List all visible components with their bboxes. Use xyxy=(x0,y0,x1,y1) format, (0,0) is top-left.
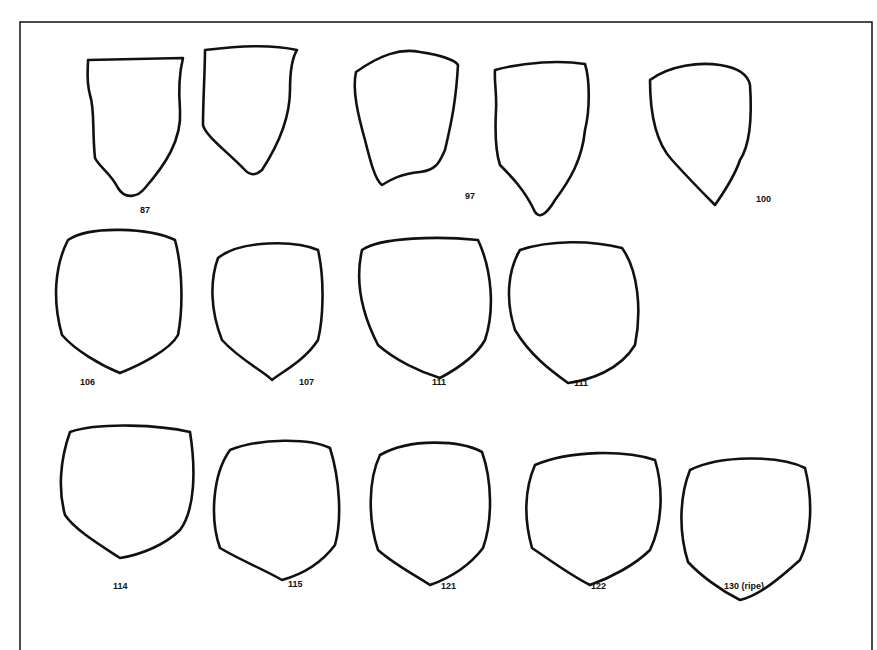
fruit-outline xyxy=(495,62,589,215)
fruit-outline xyxy=(371,443,490,585)
fruit-outline xyxy=(355,51,458,185)
age-label: 111 xyxy=(432,378,446,387)
fruit-outline xyxy=(509,242,638,383)
fruit-outline xyxy=(359,238,491,378)
age-label: 100 xyxy=(756,195,771,204)
figure-frame xyxy=(20,22,872,650)
fruit-outline xyxy=(681,458,810,600)
fruit-outline xyxy=(526,453,660,585)
fruit-outline xyxy=(56,230,181,373)
fruit-outline xyxy=(61,426,194,558)
age-label: 107 xyxy=(299,378,314,387)
fruit-outline xyxy=(203,46,297,174)
age-label: 121 xyxy=(441,582,456,591)
age-label: 114 xyxy=(113,582,128,591)
age-label: 97 xyxy=(465,192,475,201)
age-label: 106 xyxy=(80,378,95,387)
age-label: 87 xyxy=(140,206,150,215)
fruit-outline xyxy=(650,64,751,205)
age-label: 122 xyxy=(591,582,606,591)
age-label: 115 xyxy=(288,580,303,589)
fruit-outline xyxy=(212,243,322,380)
age-label: 111 xyxy=(574,379,588,388)
fruit-outline xyxy=(88,58,184,196)
age-label: 130 (ripe) xyxy=(724,582,764,591)
fruit-outline xyxy=(214,441,339,580)
